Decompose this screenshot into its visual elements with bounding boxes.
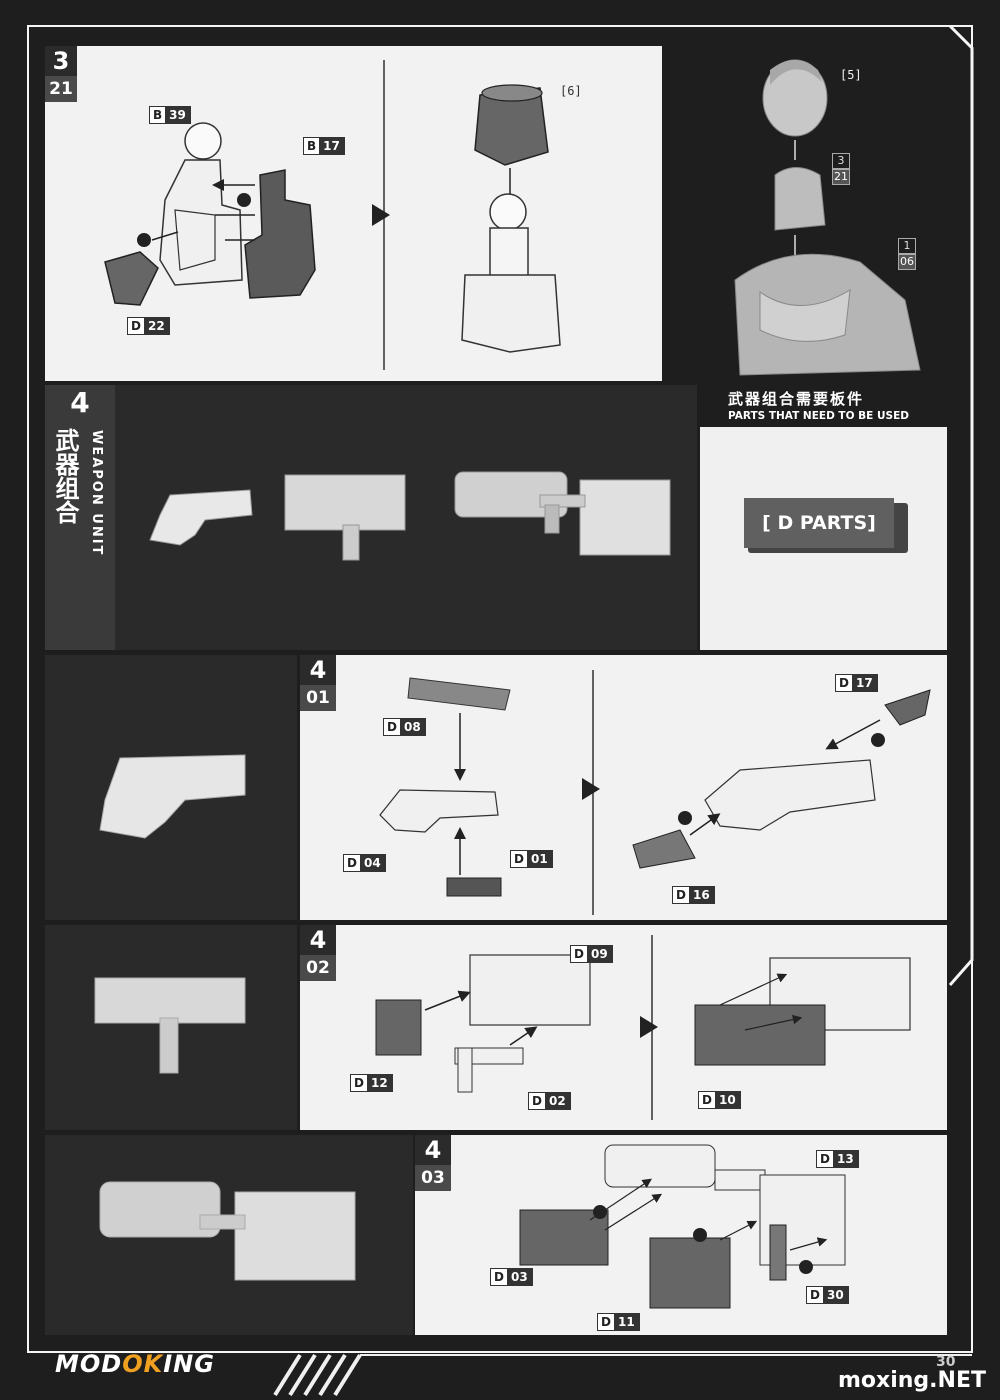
- step3-illustration: [104, 59, 921, 376]
- weapon-unit-side: [45, 385, 115, 650]
- bracket-label-6: [6]: [560, 84, 582, 98]
- next-step-arrow: [372, 204, 390, 226]
- step3-badge: 3 21: [45, 46, 77, 102]
- brand-logo: MODOKING: [55, 1350, 215, 1378]
- bracket-label-5: [5]: [840, 68, 862, 82]
- weapon-unit-title-cn: 武器组合: [51, 428, 79, 524]
- step4-01-illustration: [99, 670, 931, 915]
- parts-used-header: [700, 385, 947, 427]
- step4-number: 4: [70, 386, 90, 419]
- step4-02-badge: 4 02: [300, 925, 336, 981]
- step-number: 3: [45, 46, 77, 76]
- weapon-unit-title-en: WEAPON UNIT: [89, 430, 104, 557]
- parts-used-title-cn: 武器组合需要板件: [728, 390, 865, 408]
- step4-03-illustration: [99, 1144, 846, 1309]
- parts-used-title-en: PARTS THAT NEED TO BE USED: [728, 410, 909, 422]
- weapon-preview-illustration: [149, 471, 671, 561]
- step-sub-number: 21: [45, 76, 77, 102]
- next-step-arrow: [582, 778, 600, 800]
- step4-03-badge: 4 03: [415, 1135, 451, 1191]
- page-number: 30: [936, 1354, 956, 1370]
- next-step-arrow: [640, 1016, 658, 1038]
- step4-02-illustration: [94, 935, 911, 1120]
- watermark: moxing.NET: [838, 1368, 986, 1393]
- step4-01-badge: 4 01: [300, 655, 336, 711]
- d-parts-box: [ D PARTS]: [744, 498, 894, 548]
